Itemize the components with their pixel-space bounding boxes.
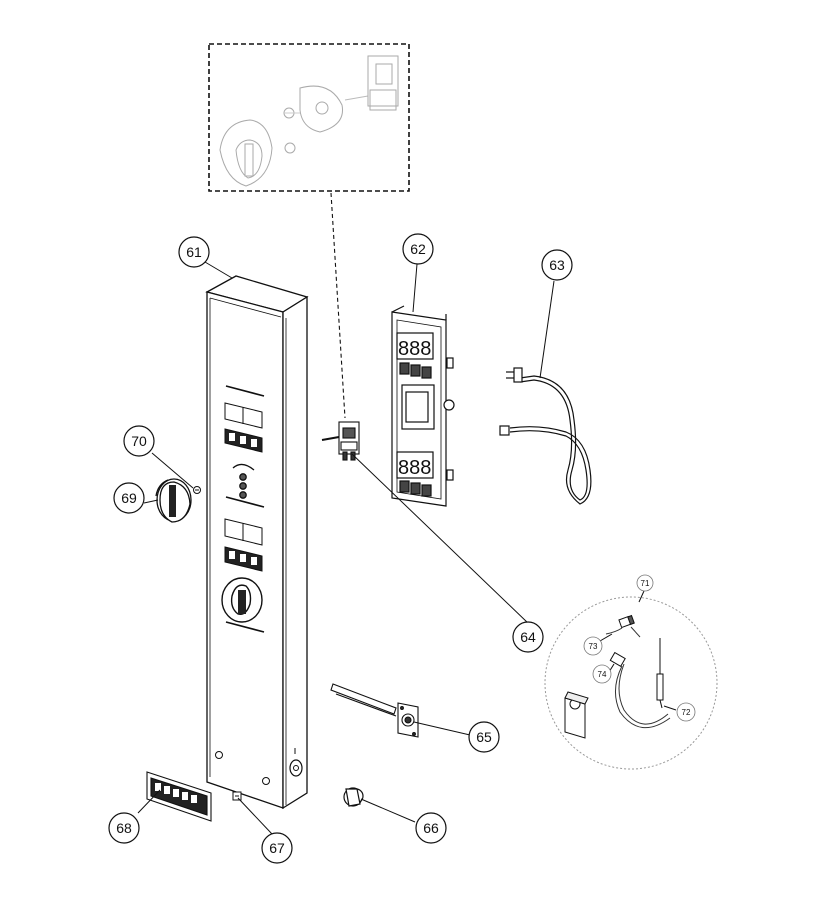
callout-61: 61	[178, 236, 210, 268]
callout-label-68: 68	[116, 820, 132, 836]
label-plate	[146, 771, 212, 822]
callout-label-66: 66	[423, 820, 439, 836]
probe-fitting	[605, 614, 641, 638]
callout-label-74: 74	[598, 670, 607, 679]
callout-62: 62	[402, 233, 434, 265]
wire-harness	[499, 367, 592, 505]
cap-plug	[343, 787, 364, 807]
svg-text:888: 888	[398, 338, 431, 360]
inset-leader	[330, 192, 346, 419]
svg-text:888: 888	[398, 457, 431, 479]
leader-lines	[137, 261, 677, 835]
rotary-switch	[321, 421, 360, 461]
control-knob	[155, 478, 192, 523]
control-panel-housing	[205, 275, 309, 810]
callout-label-62: 62	[410, 241, 426, 257]
probe-element	[330, 683, 419, 738]
callout-70: 70	[123, 425, 155, 457]
callout-label-72: 72	[682, 708, 691, 717]
callout-label-63: 63	[549, 257, 565, 273]
probe-detail-circle	[544, 596, 718, 770]
callout-63: 63	[541, 249, 573, 281]
detail-inset	[208, 43, 410, 192]
callout-label-65: 65	[476, 729, 492, 745]
callout-label-69: 69	[121, 490, 137, 506]
small-screw	[232, 791, 242, 801]
callout-73: 73	[583, 636, 603, 656]
callout-label-71: 71	[641, 579, 650, 588]
callout-label-64: 64	[520, 629, 536, 645]
callout-68: 68	[108, 812, 140, 844]
callout-label-61: 61	[186, 244, 202, 260]
callout-66: 66	[415, 812, 447, 844]
callout-64: 64	[512, 621, 544, 653]
set-screw	[193, 486, 201, 494]
mounting-bracket	[564, 691, 589, 739]
callout-65: 65	[468, 721, 500, 753]
callout-67: 67	[261, 832, 293, 864]
callout-label-67: 67	[269, 840, 285, 856]
callout-69: 69	[113, 482, 145, 514]
control-board: 888 888	[391, 305, 455, 507]
temperature-probe	[656, 638, 664, 709]
callout-71: 71	[636, 574, 654, 592]
probe-connector	[609, 651, 671, 729]
callout-74: 74	[592, 664, 612, 684]
callout-label-70: 70	[131, 433, 147, 449]
callout-72: 72	[676, 702, 696, 722]
callout-label-73: 73	[589, 642, 598, 651]
